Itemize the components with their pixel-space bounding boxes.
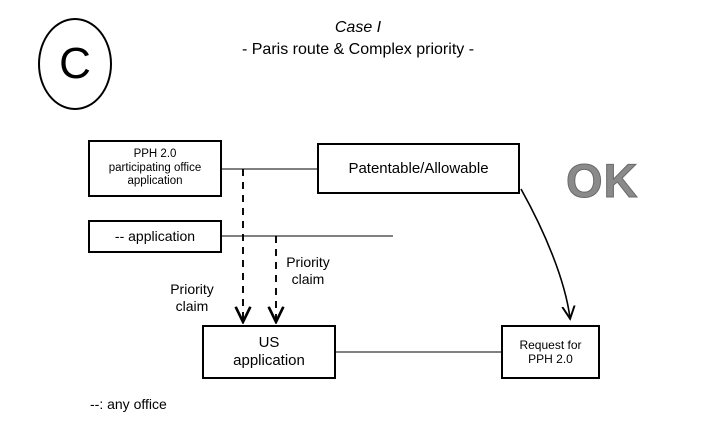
page-title: Case I [334,19,382,36]
node-us-application[interactable]: US application [202,325,336,379]
node-any-application-label: -- application [114,228,196,245]
node-any-application[interactable]: -- application [88,220,222,253]
case-badge-letter: C [59,39,91,88]
page-subtitle: - Paris route & Complex priority - [241,41,475,58]
arrow-patentable-to-request [520,188,570,318]
ok-stamp: OK [566,154,639,207]
node-us-application-label: US application [233,334,305,369]
case-badge-c: C [38,18,112,110]
node-pph-office-application[interactable]: PPH 2.0 participating office application [88,140,222,197]
node-pph-office-application-label: PPH 2.0 participating office application [108,148,202,188]
legend-footnote: --: any office [90,396,167,412]
edge-label-priority-claim-left: Priority claim [170,281,214,315]
edge-label-priority-claim-right: Priority claim [286,254,330,288]
node-request-for-pph-label: Request for PPH 2.0 [519,337,582,366]
node-patentable-allowable-label: Patentable/Allowable [348,159,489,177]
node-request-for-pph[interactable]: Request for PPH 2.0 [501,325,600,379]
node-patentable-allowable[interactable]: Patentable/Allowable [317,143,520,194]
